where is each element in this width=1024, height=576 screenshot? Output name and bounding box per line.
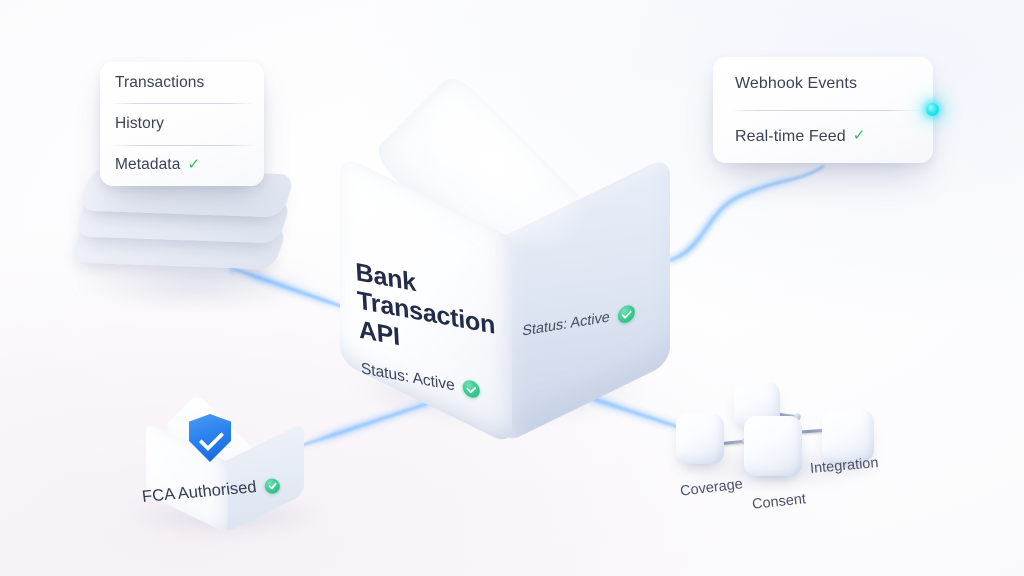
menu-label-transactions: Transactions (115, 73, 205, 91)
cluster-node-integration[interactable] (822, 410, 874, 462)
webhook-row-realtime[interactable]: Real-time Feed ✓ (713, 110, 933, 163)
cluster-node-coverage[interactable] (676, 414, 724, 464)
menu-label-history: History (115, 114, 164, 132)
menu-row-history[interactable]: History (100, 103, 264, 144)
cluster-label-integration: Integration (809, 455, 880, 477)
webhook-label-events: Webhook Events (735, 74, 858, 92)
check-icon: ✓ (852, 127, 866, 144)
capability-node-cluster[interactable]: Coverage Consent Integration (672, 378, 912, 518)
live-pulse-dot-icon (926, 103, 939, 116)
status-check-badge-icon (263, 478, 281, 495)
cluster-node-consent[interactable] (744, 416, 802, 476)
status-check-badge-icon (462, 379, 481, 400)
menu-row-transactions[interactable]: Transactions (100, 62, 264, 103)
status-check-badge-icon (617, 304, 636, 325)
menu-row-metadata[interactable]: Metadata ✓ (100, 144, 264, 186)
bank-transaction-api-cube[interactable]: Bank Transaction API Status: Active Stat… (326, 70, 686, 446)
webhook-row-events[interactable]: Webhook Events (713, 57, 933, 110)
webhook-events-card[interactable]: Webhook Events Real-time Feed ✓ (713, 57, 939, 163)
webhook-label-realtime: Real-time Feed (735, 127, 846, 145)
menu-label-metadata: Metadata (115, 156, 181, 174)
cluster-label-coverage: Coverage (679, 476, 744, 500)
fca-authorised-node[interactable]: FCA Authorised (132, 393, 312, 534)
data-endpoints-card[interactable]: Transactions History Metadata ✓ (100, 62, 264, 186)
check-icon: ✓ (187, 155, 201, 173)
cluster-label-consent: Consent (751, 491, 807, 513)
